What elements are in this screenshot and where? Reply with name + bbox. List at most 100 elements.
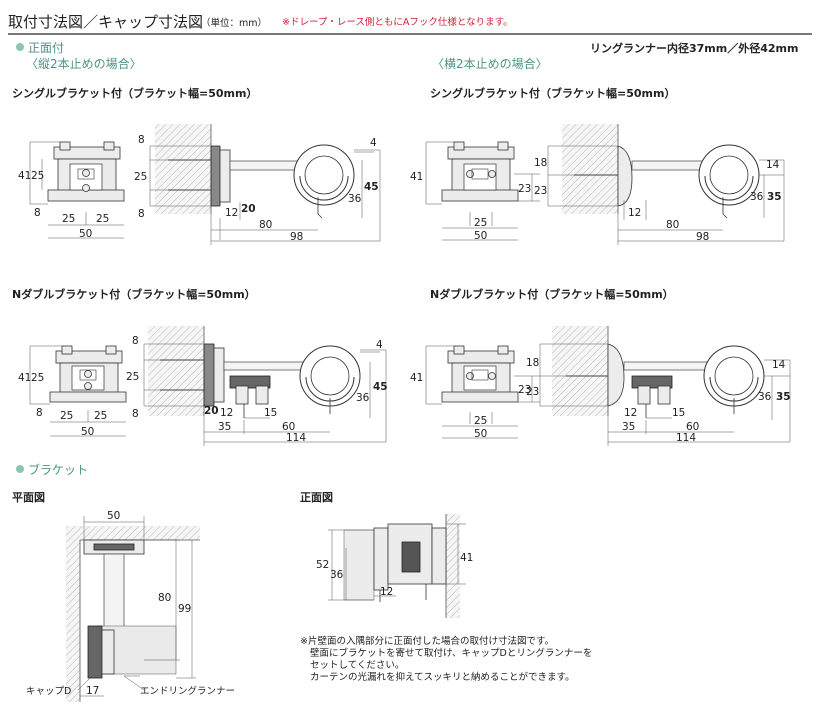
dim-label: 8 xyxy=(36,407,43,419)
section-front-label: 正面付 xyxy=(28,41,64,55)
dim-label: 25 xyxy=(60,410,73,422)
dim-label: 8 xyxy=(132,408,139,420)
dim-label: 23 xyxy=(526,386,539,398)
cap-d-label: キャップD xyxy=(26,686,71,697)
dim-label: 12 xyxy=(624,407,637,419)
front-view-bracket xyxy=(49,345,127,403)
dim-label: 80 xyxy=(259,219,272,231)
dim-label: 23 xyxy=(534,185,547,197)
section-bracket-label: ブラケット xyxy=(28,462,88,477)
front-dimensions: 41 23 25 50 xyxy=(410,345,540,440)
dim-label: 12 xyxy=(628,207,641,219)
dim-label: 114 xyxy=(286,432,306,444)
page-header: 取付寸法図／キャップ寸法図 （単位：mm） ※ドレープ・レース側ともにAフック仕… xyxy=(8,13,812,35)
dim-label: 15 xyxy=(264,407,277,419)
cap-d xyxy=(373,527,389,591)
bracket-arm xyxy=(103,553,125,629)
footnote-line: ※片壁面の入隅部分に正面付した場合の取付け寸法図です。 xyxy=(300,635,554,647)
side-view-bracket xyxy=(574,144,760,219)
bullet-icon xyxy=(16,465,24,473)
panel-heading: Nダブルブラケット付（ブラケット幅=50mm） xyxy=(12,287,256,301)
dim-label: 14 xyxy=(772,359,786,371)
wall-section xyxy=(155,124,211,214)
dim-label: 98 xyxy=(290,231,303,243)
dim-label: 41 xyxy=(410,372,423,384)
dim-label: 25 xyxy=(94,410,107,422)
panel-single-vertical: シングルブラケット付（ブラケット幅=50mm） 41 25 8 25 25 xyxy=(12,86,381,245)
dim-label: 12 xyxy=(220,407,233,419)
footnote-line: 壁面にブラケットを寄せて取付け、キャップDとリングランナーを xyxy=(310,647,592,659)
dim-label: 35 xyxy=(767,191,782,203)
front-view-bracket xyxy=(441,345,519,403)
dim-label: 8 xyxy=(132,335,139,347)
front-dimensions: 41 23 25 50 xyxy=(410,141,540,242)
dim-label: 50 xyxy=(79,228,92,240)
dim-label: 50 xyxy=(474,230,487,242)
wall-left xyxy=(66,526,80,702)
unit-label: （単位：mm） xyxy=(201,17,267,29)
page-title: 取付寸法図／キャップ寸法図 xyxy=(8,13,203,31)
dim-label: 36 xyxy=(356,392,370,404)
dim-label: 98 xyxy=(696,231,709,243)
wall-top xyxy=(80,526,200,540)
dim-label: 80 xyxy=(158,592,171,604)
dim-label: 50 xyxy=(107,510,120,522)
elevation-view: 正面図 52 36 12 41 xyxy=(300,490,473,618)
dim-label: 45 xyxy=(373,381,388,393)
dim-label: 8 xyxy=(34,207,41,219)
dim-label: 50 xyxy=(81,426,94,438)
dim-label: 18 xyxy=(534,157,547,169)
footnote-line: カーテンの光漏れを抑えてスッキリと納めることができます。 xyxy=(310,671,575,683)
dim-label: 99 xyxy=(178,603,191,615)
ring-spec: リングランナー内径37mm／外径42mm xyxy=(590,41,798,55)
panel-double-horizontal: Nダブルブラケット付（ブラケット幅=50mm） 41 23 25 xyxy=(410,287,791,446)
wall-section xyxy=(562,124,618,214)
side-view-bracket xyxy=(160,343,361,418)
panel-double-vertical: Nダブルブラケット付（ブラケット幅=50mm） 41 25 8 25 25 50 xyxy=(12,287,388,446)
dim-label: 4 xyxy=(370,137,377,149)
cap-d xyxy=(87,625,103,679)
panel-heading: シングルブラケット付（ブラケット幅=50mm） xyxy=(12,86,257,100)
dim-label: 60 xyxy=(282,421,295,433)
dim-label: 18 xyxy=(526,357,539,369)
dim-label: 8 xyxy=(138,134,145,146)
hook-note: ※ドレープ・レース側ともにAフック仕様となります。 xyxy=(282,16,513,28)
footnote-line: セットしてください。 xyxy=(310,660,404,671)
dim-label: 20 xyxy=(241,203,256,215)
wall-section xyxy=(552,326,608,416)
side-dimensions: 8 25 8 12 20 80 98 4 36 45 xyxy=(134,134,381,245)
wall-right xyxy=(446,514,460,618)
front-dimensions: 41 25 8 25 25 50 xyxy=(18,141,124,240)
wall-section xyxy=(148,326,204,416)
plan-view: 平面図 50 80 99 17 キャップD エンドリングランナー xyxy=(12,490,235,702)
dim-label: 25 xyxy=(474,415,487,427)
dim-label: 25 xyxy=(134,171,147,183)
dim-label: 23 xyxy=(518,384,531,396)
bullet-icon xyxy=(16,43,24,51)
dim-label: 114 xyxy=(676,432,696,444)
dim-label: 25 xyxy=(126,371,139,383)
dim-label: 35 xyxy=(622,421,635,433)
dim-label: 36 xyxy=(750,191,764,203)
end-ring-label: エンドリングランナー xyxy=(140,685,235,697)
dim-label: 25 xyxy=(62,213,75,225)
dim-label: 12 xyxy=(225,207,238,219)
dim-label: 15 xyxy=(672,407,685,419)
dim-label: 14 xyxy=(766,159,780,171)
section-front-sub-vertical: 〈縦2本止めの場合〉 xyxy=(26,56,142,71)
dim-label: 41 xyxy=(460,552,473,564)
dim-label: 36 xyxy=(758,391,772,403)
dim-label: 8 xyxy=(138,208,145,220)
dim-label: 4 xyxy=(376,339,383,351)
dim-label: 25 xyxy=(474,217,487,229)
dim-label: 41 xyxy=(18,170,31,182)
panel-heading: Nダブルブラケット付（ブラケット幅=50mm） xyxy=(430,287,674,301)
dim-label: 50 xyxy=(474,428,487,440)
dim-label: 60 xyxy=(686,421,699,433)
dim-label: 36 xyxy=(330,569,344,581)
dim-label: 52 xyxy=(316,559,329,571)
dim-label: 45 xyxy=(364,181,379,193)
section-front: 正面付 〈縦2本止めの場合〉 〈横2本止めの場合〉 リングランナー内径37mm／… xyxy=(16,41,798,71)
elevation-heading: 正面図 xyxy=(300,490,333,504)
